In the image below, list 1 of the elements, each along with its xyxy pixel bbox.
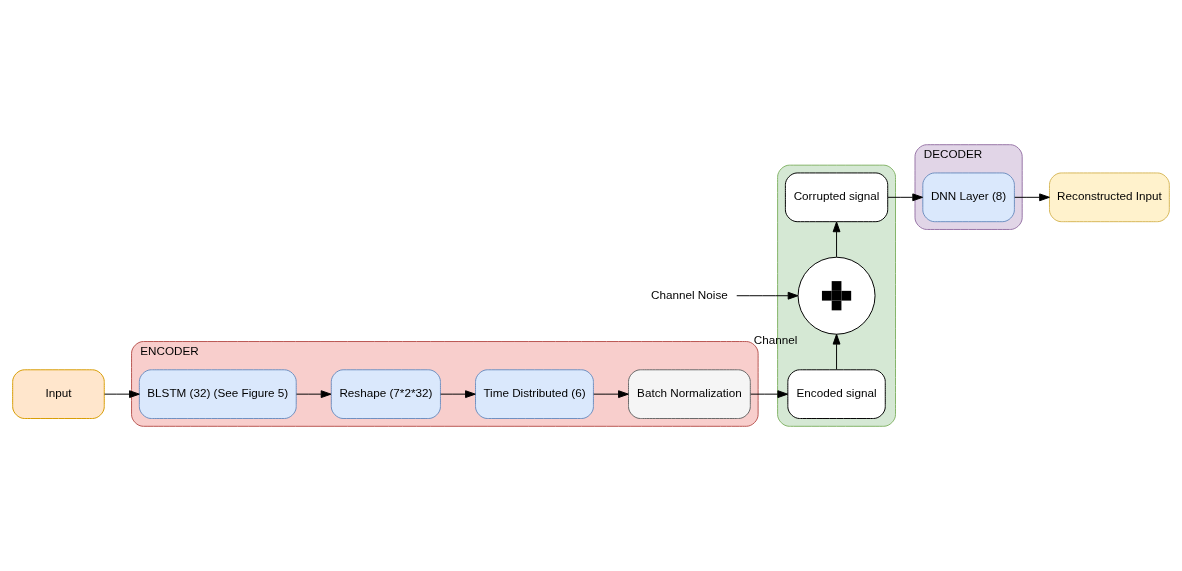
node-text: Channel Noise bbox=[651, 287, 728, 301]
